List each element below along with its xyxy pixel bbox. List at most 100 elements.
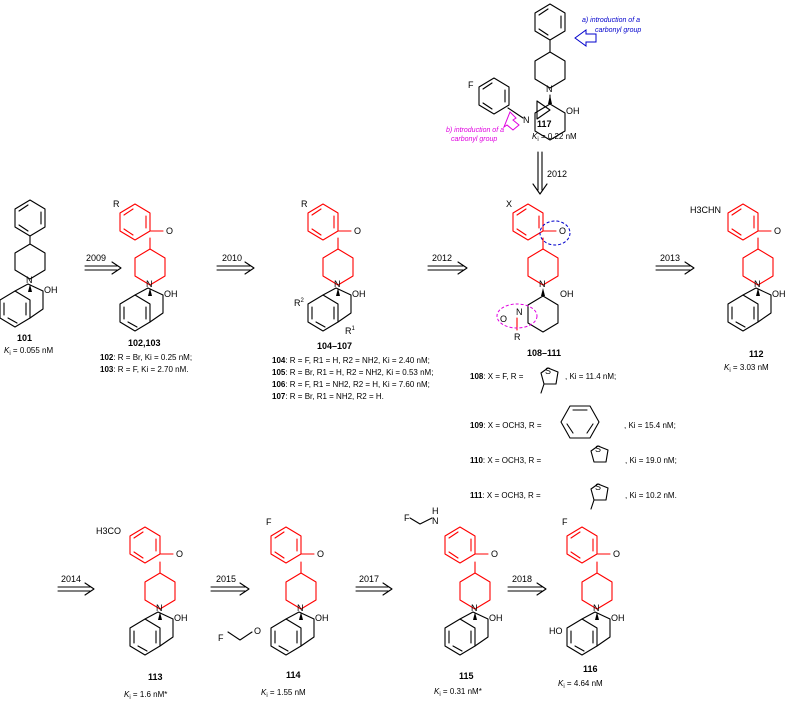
oh-104: OH bbox=[352, 289, 366, 299]
oh-115: OH bbox=[489, 613, 503, 623]
compound-114: F O N OH O F 114 Ki = 1.55 nM bbox=[218, 517, 329, 699]
row-109-ki: , Ki = 15.4 nM; bbox=[624, 421, 676, 430]
o-112: O bbox=[774, 226, 781, 236]
atom-n-104: N bbox=[334, 279, 341, 289]
ki-115: Ki = 0.31 nM* bbox=[434, 687, 482, 698]
label-114: 114 bbox=[286, 670, 301, 680]
o-108b: O bbox=[500, 314, 507, 324]
atom-n-101: N bbox=[26, 275, 33, 285]
ho-116: HO bbox=[549, 626, 563, 636]
r-108: R bbox=[514, 332, 521, 342]
r1-104: R1 bbox=[345, 326, 356, 336]
f-116: F bbox=[562, 517, 568, 527]
atom-n-112: N bbox=[754, 279, 761, 289]
row-102: 102: R = Br, Ki = 0.25 nM; bbox=[100, 353, 192, 362]
compound-112: H3CHN O N OH 112 Ki = 3.03 nM bbox=[690, 203, 786, 374]
s-110: S bbox=[595, 444, 601, 454]
arrow-2015: 2015 bbox=[210, 574, 250, 596]
oh-116: OH bbox=[611, 613, 625, 623]
label-104-107: 104–107 bbox=[317, 341, 352, 351]
year-2018: 2018 bbox=[512, 574, 532, 584]
r-104: R bbox=[301, 199, 308, 209]
arrow-2018: 2018 bbox=[507, 574, 547, 596]
label-116: 116 bbox=[583, 664, 598, 674]
ki-112: Ki = 3.03 nM bbox=[724, 363, 769, 374]
ki-101: Ki = 0.055 nM bbox=[4, 346, 54, 357]
o-114b: O bbox=[254, 626, 261, 636]
x-108: X bbox=[506, 199, 512, 209]
year-2009: 2009 bbox=[86, 253, 106, 263]
compound-116: F O N OH HO 116 Ki = 4.64 nM bbox=[549, 517, 625, 690]
compound-117: N OH N F a) introduction of a carbonyl g… bbox=[446, 3, 641, 143]
label-117: 117 bbox=[537, 119, 552, 129]
year-2014: 2014 bbox=[61, 574, 81, 584]
ki-117: Ki = 0.22 nM bbox=[532, 132, 577, 143]
o-114: O bbox=[317, 549, 324, 559]
label-101: 101 bbox=[17, 333, 32, 343]
oh-102: OH bbox=[164, 289, 178, 299]
compound-115: F H N O N OH 115 Ki = 0.31 nM* bbox=[404, 506, 503, 698]
ki-114: Ki = 1.55 nM bbox=[261, 688, 306, 699]
atom-n-115: N bbox=[471, 603, 478, 613]
row-104: 104: R = F, R1 = H, R2 = NH2, Ki = 2.40 … bbox=[272, 356, 430, 365]
row-107: 107: R = Br, R1 = NH2, R2 = H. bbox=[272, 392, 384, 401]
year-2017: 2017 bbox=[359, 574, 379, 584]
label-115: 115 bbox=[459, 671, 474, 681]
year-2013: 2013 bbox=[660, 253, 680, 263]
o-113: O bbox=[176, 549, 183, 559]
row-111-ki: , Ki = 10.2 nM. bbox=[625, 491, 677, 500]
note-mag-2: carbonyl group bbox=[451, 136, 497, 143]
label-102-103: 102,103 bbox=[128, 338, 161, 348]
ki-113: Ki = 1.6 nM* bbox=[124, 690, 167, 701]
row-106: 106: R = F, R1 = NH2, R2 = H, Ki = 7.60 … bbox=[272, 380, 430, 389]
label-112: 112 bbox=[749, 349, 764, 359]
year-2012: 2012 bbox=[432, 253, 452, 263]
arrow-2012-vertical: 2012 bbox=[532, 151, 567, 195]
year-2015: 2015 bbox=[216, 574, 236, 584]
s-111: S bbox=[595, 482, 601, 492]
row-108-ki: , Ki = 11.4 nM; bbox=[565, 372, 616, 381]
f-115: F bbox=[404, 513, 410, 523]
o-102: O bbox=[166, 226, 173, 236]
arrow-2017: 2017 bbox=[355, 574, 393, 596]
row-103: 103: R = F, Ki = 2.70 nM. bbox=[100, 365, 189, 374]
row-109: 109: X = OCH3, R = bbox=[470, 421, 542, 430]
arrow-magenta-icon bbox=[502, 111, 520, 131]
row-110-ki: , Ki = 19.0 nM; bbox=[625, 456, 677, 465]
atom-n-108b: N bbox=[516, 307, 523, 317]
year-2012v: 2012 bbox=[547, 169, 567, 179]
atom-n-114: N bbox=[297, 603, 304, 613]
arrow-2010: 2010 bbox=[216, 253, 255, 275]
oh-108: OH bbox=[560, 289, 574, 299]
r-102: R bbox=[113, 199, 120, 209]
row-105: 105: R = Br, R1 = H, R2 = NH2, Ki = 0.53… bbox=[272, 368, 433, 377]
o-104: O bbox=[354, 226, 361, 236]
year-2010: 2010 bbox=[222, 253, 242, 263]
f-114: F bbox=[266, 517, 272, 527]
atom-n-102: N bbox=[146, 279, 153, 289]
label-113: 113 bbox=[148, 672, 163, 682]
atom-n-117a: N bbox=[546, 84, 553, 94]
sub-113: H3CO bbox=[96, 526, 121, 536]
atom-n-113: N bbox=[156, 603, 163, 613]
oh-101: OH bbox=[44, 285, 58, 295]
row-110: 110: X = OCH3, R = bbox=[470, 456, 541, 465]
ki-116: Ki = 4.64 nM bbox=[558, 679, 603, 690]
arrow-2013: 2013 bbox=[655, 253, 695, 275]
arrow-2014: 2014 bbox=[57, 574, 95, 596]
row-111: 111: X = OCH3, R = bbox=[470, 491, 541, 500]
arrow-2009: 2009 bbox=[84, 253, 122, 275]
o-116: O bbox=[613, 549, 620, 559]
label-108-111: 108–111 bbox=[527, 348, 561, 358]
atom-n-116: N bbox=[593, 603, 600, 613]
oh-113: OH bbox=[174, 613, 188, 623]
compound-108-111: X O N OH N O R 108–111 108: X = F, R = S… bbox=[470, 199, 677, 510]
atom-n-117b: N bbox=[523, 115, 530, 125]
compound-113: H3CO O N OH 113 Ki = 1.6 nM* bbox=[96, 526, 188, 701]
sub-112: H3CHN bbox=[690, 205, 721, 215]
r2-104: R2 bbox=[294, 298, 305, 308]
compound-104-107: R O N OH R2 R1 104–107 104: R = F, R1 = … bbox=[272, 199, 433, 401]
nh-115: H bbox=[432, 506, 439, 516]
atom-n-108a: N bbox=[539, 279, 546, 289]
